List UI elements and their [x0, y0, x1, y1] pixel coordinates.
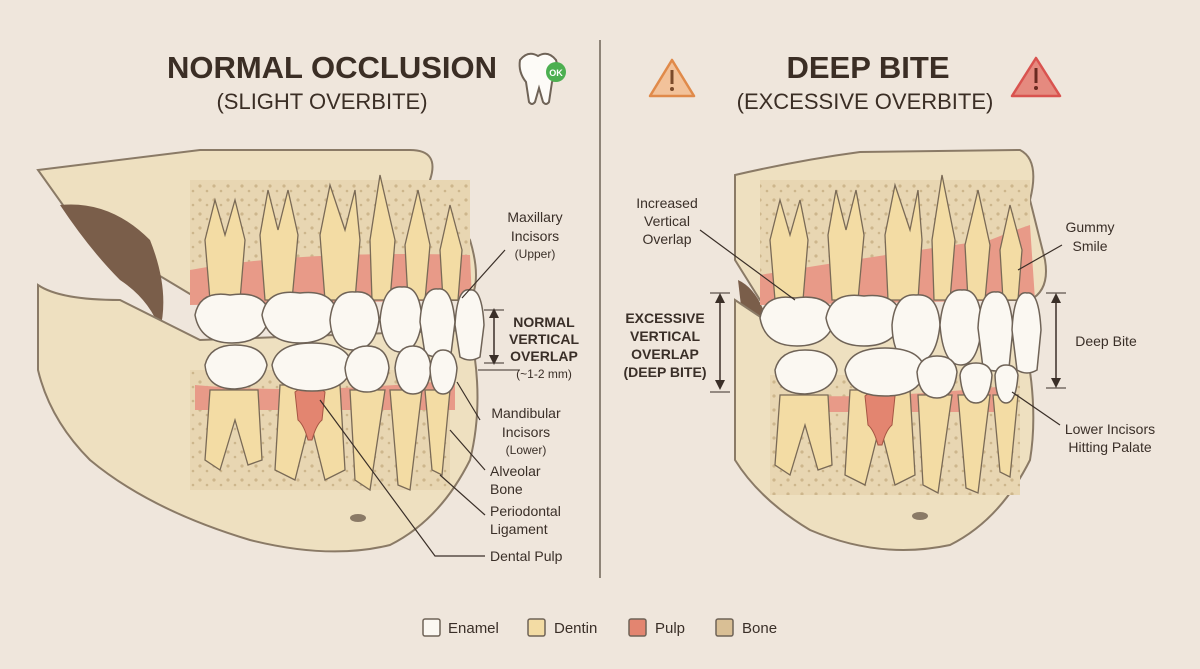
left-labels: Maxillary Incisors (Upper) NORMAL VERTIC… [490, 209, 579, 564]
label-lower-incisors-line2: Hitting Palate [1068, 439, 1151, 455]
label-excessive-line3: OVERLAP [631, 346, 699, 362]
leader-periodontal [439, 474, 486, 516]
left-mental-foramen [350, 514, 366, 522]
label-increased-line3: Overlap [642, 231, 691, 247]
left-title: NORMAL OCCLUSION [167, 50, 497, 85]
legend-swatch-pulp [628, 618, 647, 637]
label-excessive-line4: (DEEP BITE) [624, 364, 707, 380]
label-overlap-line4: (~1-2 mm) [516, 367, 572, 381]
label-increased-line2: Vertical [644, 213, 690, 229]
label-excessive-line2: VERTICAL [630, 328, 700, 344]
left-subtitle: (SLIGHT OVERBITE) [216, 89, 427, 114]
ok-badge-text: OK [549, 68, 563, 78]
left-upper-teeth [194, 174, 485, 361]
legend-swatch-bone [715, 618, 734, 637]
label-alveolar-line2: Bone [490, 481, 523, 497]
label-periodontal-line1: Periodontal [490, 503, 561, 519]
label-dental-pulp: Dental Pulp [490, 548, 563, 564]
leader-pulp [319, 399, 485, 557]
right-subtitle: (EXCESSIVE OVERBITE) [737, 89, 994, 114]
legend-label-bone: Bone [742, 620, 777, 637]
label-periodontal-line2: Ligament [490, 521, 548, 537]
legend-label-pulp: Pulp [655, 620, 685, 637]
left-overlap-arrow [478, 308, 520, 371]
label-overlap-line2: VERTICAL [509, 331, 579, 347]
label-mandibular-line3: (Lower) [506, 443, 547, 457]
label-excessive-line1: EXCESSIVE [625, 310, 704, 326]
legend: Enamel Dentin Pulp Bone [422, 618, 777, 637]
label-increased-line1: Increased [636, 195, 697, 211]
legend-swatch-dentin [527, 618, 546, 637]
right-panel: DEEP BITE (EXCESSIVE OVERBITE) [624, 50, 1156, 551]
label-maxillary-line3: (Upper) [515, 247, 556, 261]
right-labels: Increased Vertical Overlap EXCESSIVE VER… [624, 195, 1156, 455]
right-excessive-overlap-arrow [710, 292, 730, 393]
label-deep-bite: Deep Bite [1075, 333, 1137, 349]
leader-alveolar [449, 429, 486, 471]
leader-maxillary [461, 249, 506, 299]
legend-item-pulp: Pulp [628, 618, 685, 637]
right-mental-foramen [912, 512, 928, 520]
label-maxillary-line2: Incisors [511, 228, 559, 244]
label-gummy-line1: Gummy [1066, 219, 1115, 235]
warning-triangle-icon-red [1010, 56, 1062, 98]
legend-item-enamel: Enamel [422, 618, 499, 637]
label-maxillary-line1: Maxillary [507, 209, 562, 225]
legend-swatch-enamel [422, 618, 441, 637]
label-overlap-line1: NORMAL [513, 314, 575, 330]
right-deep-bite-arrow [1046, 292, 1066, 389]
legend-label-enamel: Enamel [448, 620, 499, 637]
leader-mandibular [456, 381, 481, 421]
warning-triangle-icon [648, 58, 696, 98]
leader-lower-incisors [1011, 391, 1061, 426]
label-lower-incisors-line1: Lower Incisors [1065, 421, 1155, 437]
left-panel: NORMAL OCCLUSION (SLIGHT OVERBITE) OK [36, 50, 579, 564]
right-upper-teeth [759, 174, 1042, 374]
label-gummy-line2: Smile [1072, 238, 1107, 254]
left-lower-teeth [204, 342, 458, 492]
leader-gummy-smile [1017, 244, 1063, 271]
leader-increased-overlap [699, 229, 796, 301]
tooth-ok-icon: OK [518, 52, 566, 105]
label-mandibular-line2: Incisors [502, 424, 550, 440]
legend-item-bone: Bone [715, 618, 777, 637]
left-jaw-shadow [60, 204, 164, 330]
label-mandibular-line1: Mandibular [491, 405, 561, 421]
legend-label-dentin: Dentin [554, 620, 597, 637]
legend-item-dentin: Dentin [527, 618, 597, 637]
right-lower-teeth [774, 347, 1019, 495]
label-alveolar-line1: Alveolar [490, 463, 541, 479]
right-title: DEEP BITE [786, 50, 949, 85]
label-overlap-line3: OVERLAP [510, 348, 578, 364]
